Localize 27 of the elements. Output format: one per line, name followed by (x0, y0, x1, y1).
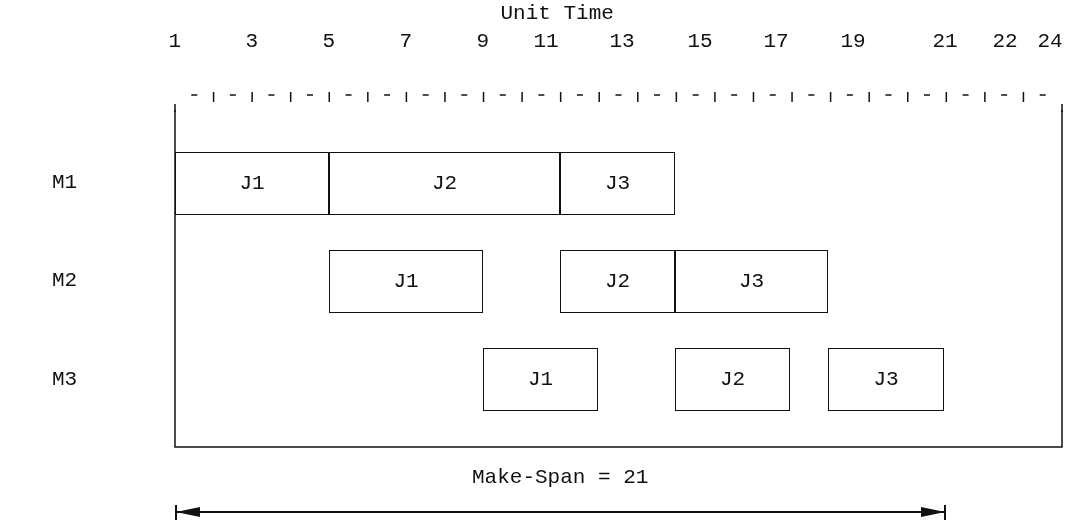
tick-label: 7 (399, 30, 413, 54)
task-bar: J2 (560, 250, 675, 313)
axis-title: Unit Time (500, 2, 614, 26)
task-bar: J3 (560, 152, 675, 215)
dimension-label: Make-Span = 21 (472, 466, 649, 490)
tick-label: 19 (840, 30, 866, 54)
row-label: M3 (52, 368, 78, 392)
task-bar: J3 (675, 250, 828, 313)
tick-label: 13 (609, 30, 635, 54)
tick-label: 3 (245, 30, 259, 54)
task-bar: J2 (329, 152, 560, 215)
row-label: M2 (52, 269, 78, 293)
task-bar: J2 (675, 348, 790, 411)
tick-label: 17 (763, 30, 789, 54)
tick-label: 5 (322, 30, 336, 54)
row-label: M1 (52, 171, 78, 195)
tick-label: 24 (1037, 30, 1063, 54)
tick-label: 9 (476, 30, 490, 54)
task-bar: J1 (483, 348, 598, 411)
task-bar: J1 (175, 152, 329, 215)
tick-label: 21 (932, 30, 958, 54)
tick-label: 11 (533, 30, 559, 54)
tick-label: 15 (687, 30, 713, 54)
tick-label: 1 (168, 30, 182, 54)
task-bar: J3 (828, 348, 944, 411)
tick-label: 22 (992, 30, 1018, 54)
task-bar: J1 (329, 250, 483, 313)
